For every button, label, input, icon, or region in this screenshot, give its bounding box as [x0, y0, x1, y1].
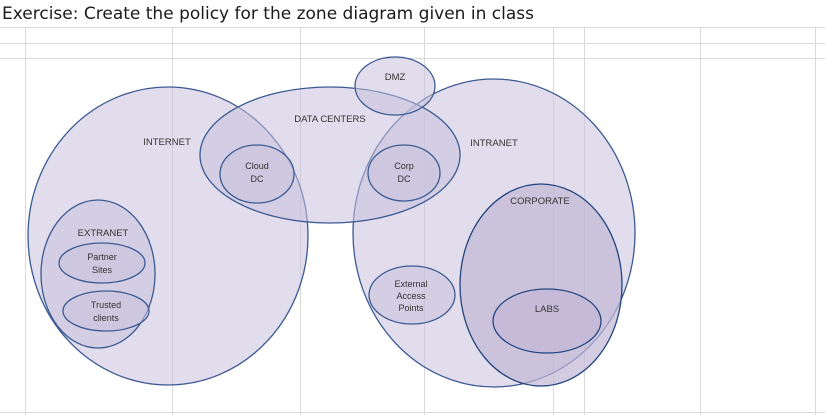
trusted-clients-label-line-2: clients	[93, 313, 119, 323]
corporate-zone	[459, 183, 623, 387]
extranet-label: EXTRANET	[78, 228, 129, 239]
partner-sites-label-line-2: Sites	[92, 265, 113, 275]
cloud-dc-zone	[219, 144, 295, 204]
external-access-points-label-line-1: External	[394, 279, 427, 289]
intranet-label: INTRANET	[470, 138, 518, 149]
page-title: Exercise: Create the policy for the zone…	[2, 4, 534, 24]
external-access-points-zone	[368, 265, 456, 325]
external-access-points-label-line-2: Access	[396, 291, 426, 301]
external-access-points-label-line-3: Points	[398, 303, 424, 313]
corp-dc-label-line-2: DC	[398, 174, 411, 184]
cloud-dc-label-line-1: Cloud	[245, 161, 269, 171]
cloud-dc-label-line-2: DC	[251, 174, 264, 184]
dmz-zone	[354, 56, 436, 116]
corp-dc-label-line-1: Corp	[394, 161, 414, 171]
corp-dc-zone	[367, 144, 441, 202]
internet-label: INTERNET	[143, 137, 191, 148]
trusted-clients-label-line-1: Trusted	[91, 300, 121, 310]
labs-label: LABS	[535, 304, 559, 315]
corporate-label: CORPORATE	[510, 196, 569, 207]
dmz-label: DMZ	[385, 72, 406, 83]
labs-zone	[492, 288, 602, 354]
partner-sites-zone	[58, 242, 146, 284]
trusted-clients-zone	[62, 290, 150, 332]
data-centers-label: DATA CENTERS	[294, 114, 365, 125]
partner-sites-label-line-1: Partner	[87, 252, 117, 262]
